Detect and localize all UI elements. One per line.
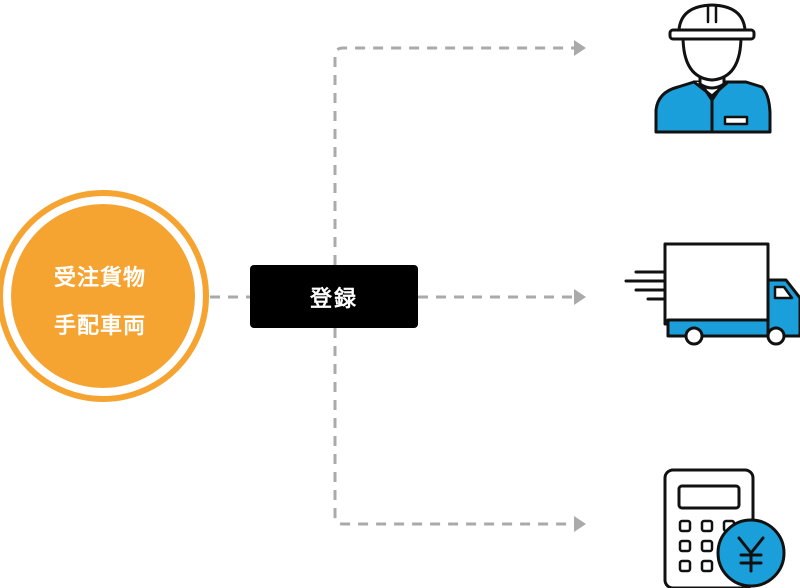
truck-icon	[624, 242, 800, 346]
register-label: 登録	[309, 286, 358, 312]
source-node	[0, 190, 209, 402]
connectors	[210, 46, 575, 526]
worker-icon	[654, 3, 772, 134]
arrowhead-calculator	[574, 516, 586, 532]
calculator-yen-icon	[663, 468, 786, 588]
register-node: 登録	[250, 265, 418, 328]
connector-branch-bottom	[333, 328, 575, 526]
arrowhead-worker	[574, 40, 586, 56]
source-label-line2: 手配車両	[53, 314, 146, 339]
source-label-line1: 受注貨物	[53, 266, 146, 291]
arrowhead-truck	[574, 289, 586, 305]
connector-branch-top	[333, 46, 575, 265]
arrowheads	[574, 40, 586, 532]
source-fill	[11, 204, 195, 388]
